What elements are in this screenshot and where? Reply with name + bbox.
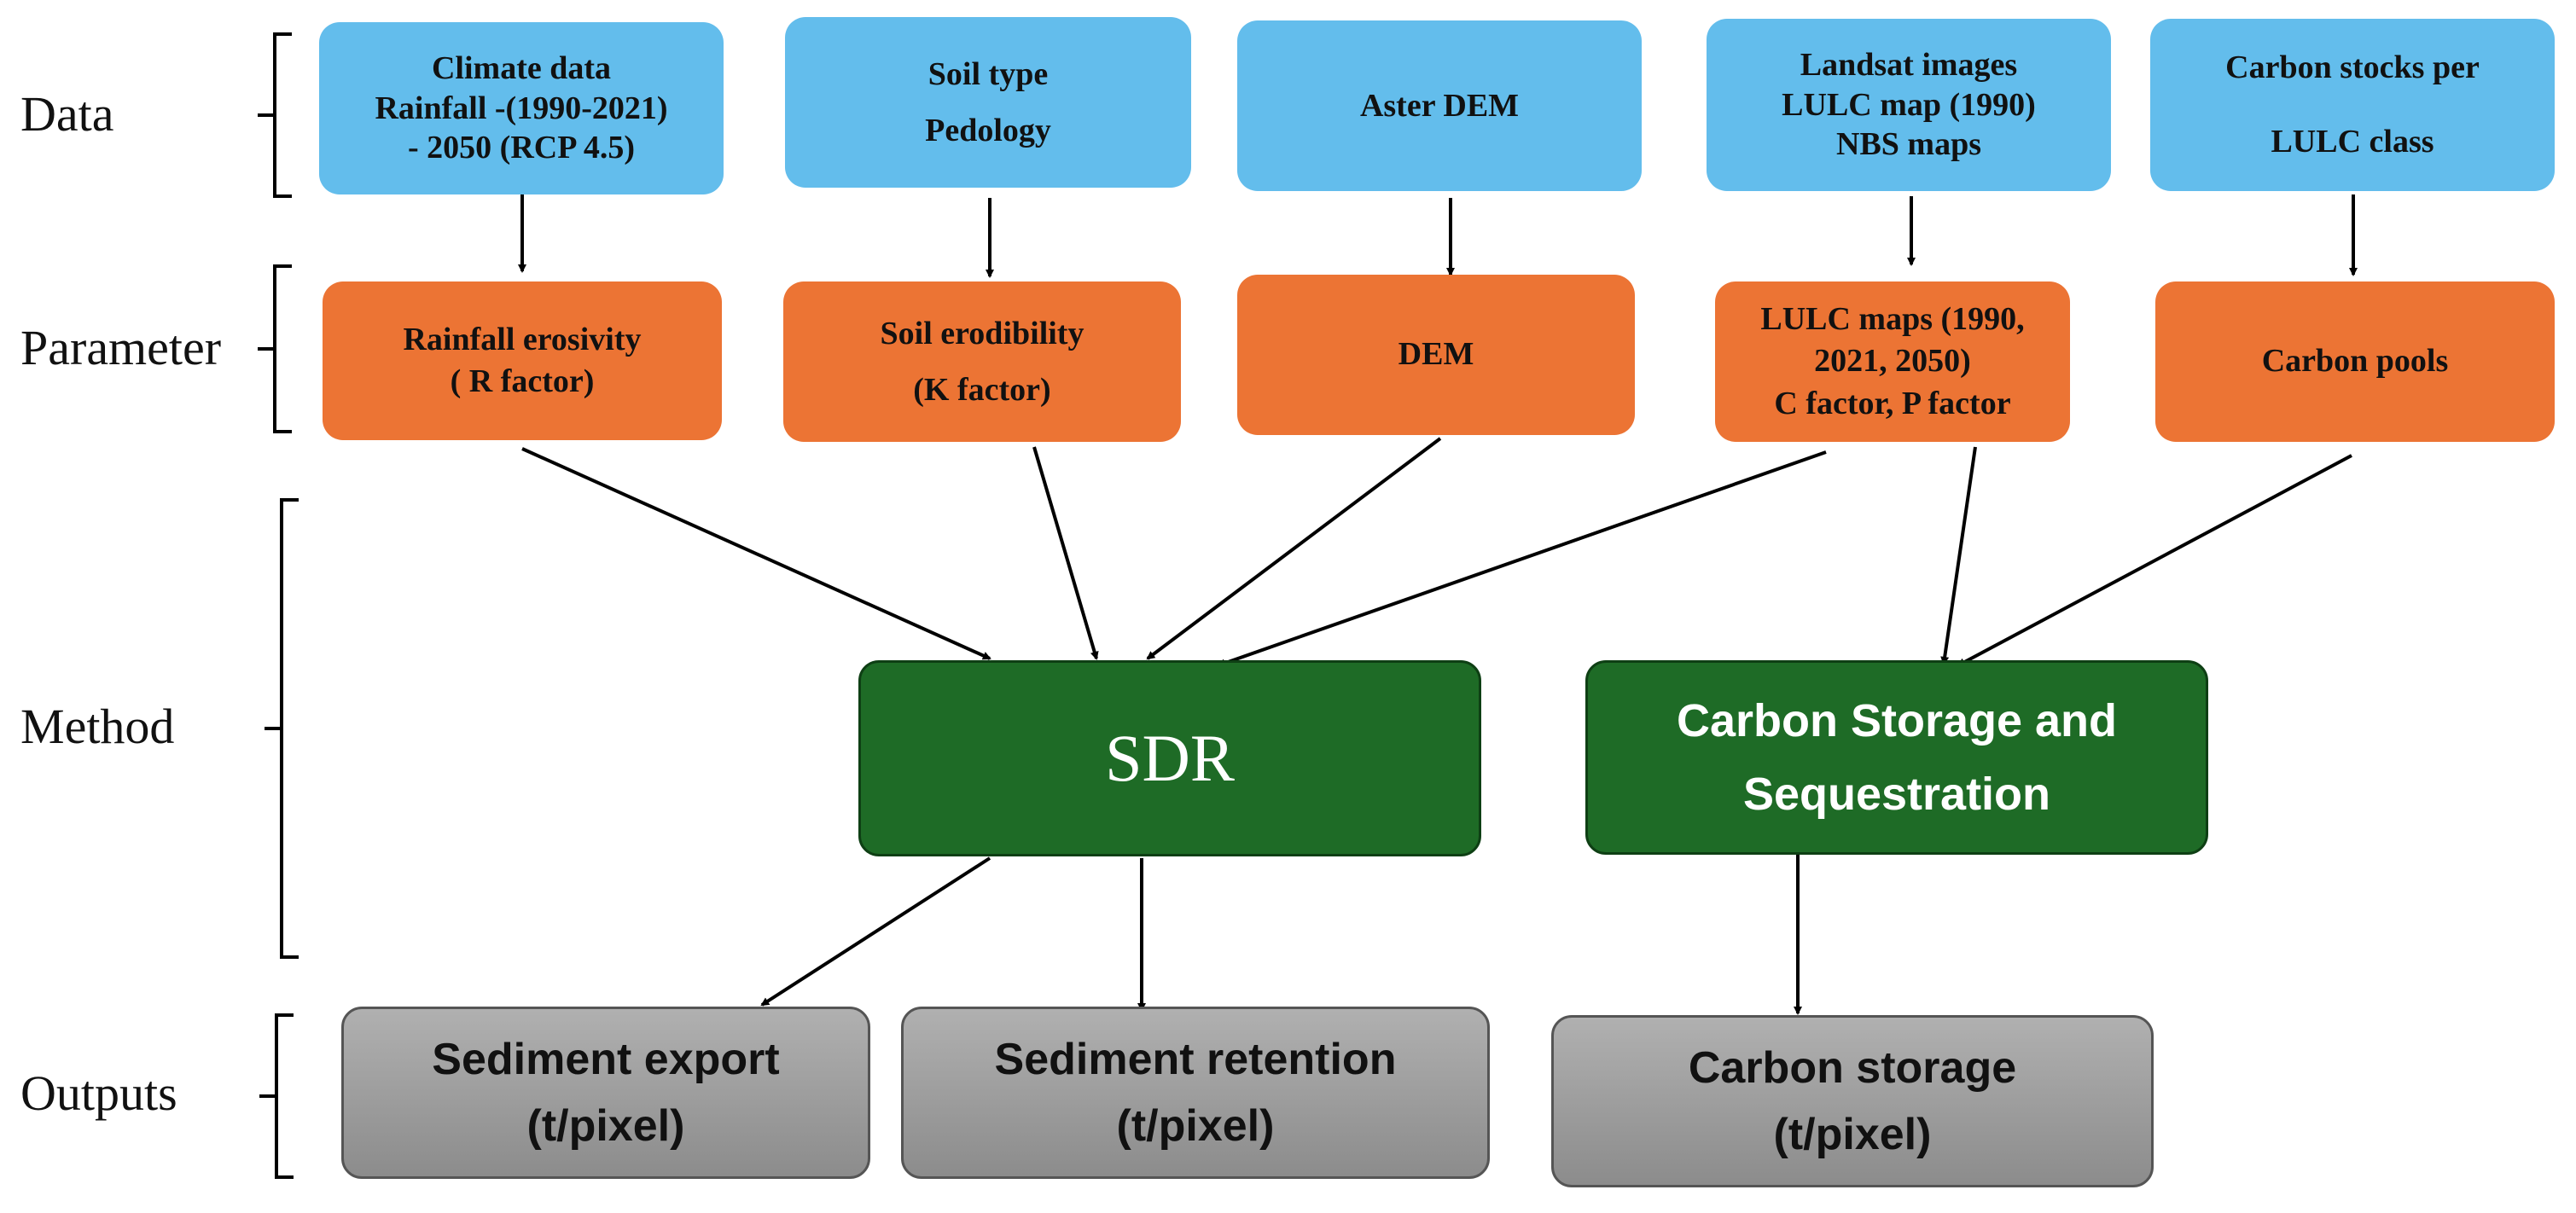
box-line: (t/pixel) [1116,1101,1275,1151]
brace-data [258,32,292,198]
row-label-method: Method [20,699,175,754]
method-box-sdr: SDR [858,660,1481,856]
box-line: ( R factor) [450,363,595,399]
brace-parameter [258,264,292,433]
box-line: - 2050 (RCP 4.5) [408,130,635,166]
box-line: 2021, 2050) [1814,343,1971,380]
arrow-sdr-to-export [760,856,991,1007]
box-line: (K factor) [913,372,1051,408]
box-line: Rainfall erosivity [403,321,642,357]
param-box-dem: DEM [1237,275,1635,435]
box-line: (t/pixel) [526,1101,685,1151]
row-braces [258,32,299,1179]
arrows-method-to-output [760,855,1802,1015]
box-line: Sediment retention [994,1035,1397,1084]
box-line: Soil erodibility [880,315,1084,351]
box-line: LULC maps (1990, [1760,300,2025,337]
arrows-parameter-to-method [521,437,2352,668]
output-box-carbon-storage: Carbon storage (t/pixel) [1551,1015,2154,1187]
box-line: Landsat images [1800,47,2018,84]
box-line: LULC map (1990) [1782,86,2036,123]
data-box-soil: Soil type Pedology [785,17,1191,188]
box-line: Pedology [925,113,1051,148]
box-line: Climate data [431,50,612,87]
row-label-data: Data [20,86,114,142]
box-line: Carbon pools [2261,343,2449,380]
box-line: Rainfall -(1990-2021) [375,90,668,126]
box-line: Soil type [927,55,1049,92]
box-line: Sediment export [432,1035,780,1084]
arrow-dem-to-sdr [1146,437,1442,660]
brace-method [265,498,299,959]
data-box-landsat: Landsat images LULC map (1990) NBS maps [1707,19,2111,191]
data-box-carbon-stocks: Carbon stocks per LULC class [2150,19,2555,191]
box-line: Carbon stocks per [2225,49,2480,85]
output-box-sediment-retention: Sediment retention (t/pixel) [901,1007,1490,1179]
box-line: Carbon Storage and [1676,694,2118,746]
data-box-aster-dem: Aster DEM [1237,20,1642,191]
box-line: NBS maps [1836,126,1981,163]
param-box-rainfall-erosivity: Rainfall erosivity ( R factor) [323,281,722,440]
box-line: DEM [1398,336,1474,373]
method-box-carbon-storage: Carbon Storage and Sequestration [1585,660,2208,855]
arrow-erodibility-to-sdr [1032,446,1099,660]
brace-outputs [259,1013,294,1179]
box-line: (t/pixel) [1773,1110,1932,1159]
output-box-sediment-export: Sediment export (t/pixel) [341,1007,870,1179]
box-line: LULC class [2271,124,2434,160]
row-label-outputs: Outputs [20,1065,177,1121]
arrow-pools-to-carbon [1957,454,2352,667]
row-label-parameter: Parameter [20,320,222,375]
data-box-climate: Climate data Rainfall -(1990-2021) - 205… [319,22,724,194]
box-line: C factor, P factor [1774,385,2011,421]
box-line: Carbon storage [1688,1043,2017,1093]
arrow-lulc-to-carbon [1940,446,1977,665]
param-box-soil-erodibility: Soil erodibility (K factor) [783,281,1181,442]
box-line: SDR [1105,721,1235,795]
param-box-carbon-pools: Carbon pools [2155,281,2555,442]
arrows-data-to-parameter [518,194,2358,278]
param-box-lulc-maps: LULC maps (1990, 2021, 2050) C factor, P… [1715,281,2070,442]
box-line: Sequestration [1742,769,2051,820]
arrow-lulc-to-sdr [1217,450,1827,668]
box-line: Aster DEM [1359,87,1520,124]
arrow-erosivity-to-sdr [521,447,991,660]
